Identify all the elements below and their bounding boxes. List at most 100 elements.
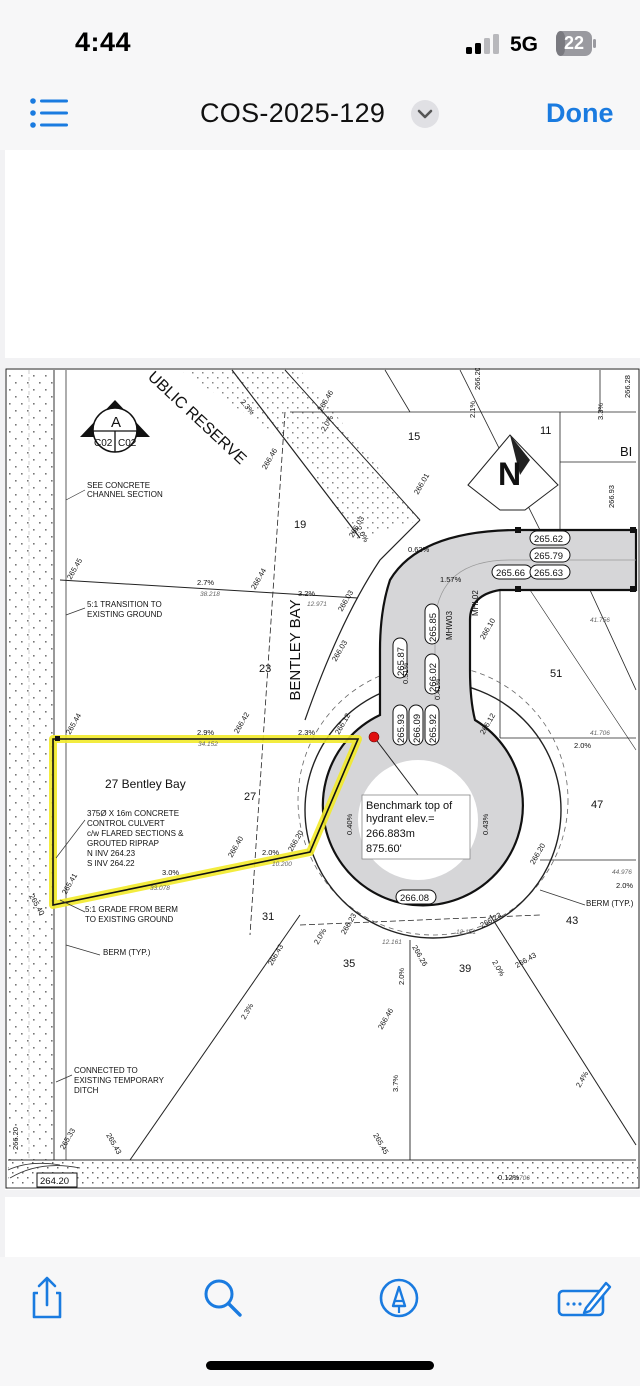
elevation: 266.20 xyxy=(11,1127,20,1150)
status-time: 4:44 xyxy=(75,27,132,57)
elevation: 266.40 xyxy=(226,835,245,859)
note-culvert-1: 375Ø X 16m CONCRETE xyxy=(87,809,179,818)
elevation: 266.12 xyxy=(333,712,352,736)
dimension: 41.706 xyxy=(510,1175,530,1182)
slope: 3.0% xyxy=(162,868,179,877)
document-page-2[interactable]: A C02 C02 UBLIC RESERVE BENTLEY BAY N 27… xyxy=(5,368,640,1190)
boxed-elev: 265.87 xyxy=(396,647,407,676)
signal-icon xyxy=(466,34,499,54)
elevation: 265.45 xyxy=(371,1132,390,1156)
elevation: 266.43 xyxy=(514,950,538,969)
slope: 2.0% xyxy=(616,881,633,890)
elevation: 266.03 xyxy=(336,589,355,613)
slope: 2.0% xyxy=(490,959,507,979)
elevation: 266.23 xyxy=(479,910,503,929)
slope: 2.3% xyxy=(239,1001,256,1021)
done-button[interactable]: Done xyxy=(546,98,614,128)
slope: 0.43% xyxy=(481,813,490,835)
note-grade-2: TO EXISTING GROUND xyxy=(85,915,174,924)
slope: 2.0% xyxy=(312,926,329,946)
elevation: 266.03 xyxy=(330,639,349,663)
boxed-elev: 265.66 xyxy=(496,568,525,579)
elevation: 266.93 xyxy=(607,485,616,508)
note-connected-2: EXISTING TEMPORARY xyxy=(74,1076,165,1085)
dimension: 44.976 xyxy=(612,869,632,876)
elevation: 266.28 xyxy=(623,375,632,398)
slope: 0.51% xyxy=(401,662,410,684)
elevation: 265.45 xyxy=(65,557,84,581)
boxed-elev: 265.79 xyxy=(534,551,563,562)
lot-35: 35 xyxy=(343,958,355,970)
home-indicator[interactable] xyxy=(206,1361,434,1370)
lot-27: 27 xyxy=(244,791,256,803)
document-page-3 xyxy=(5,1197,640,1257)
note-connected-1: CONNECTED TO xyxy=(74,1066,138,1075)
lot-11: 11 xyxy=(540,425,551,437)
battery-icon: 22 xyxy=(556,31,596,56)
manhole-label: MHW03 xyxy=(445,611,454,640)
markup-icon[interactable] xyxy=(376,1275,422,1321)
boxed-elev: 266.08 xyxy=(400,893,429,904)
dimension: 12.161 xyxy=(382,939,402,946)
lot-51: 51 xyxy=(550,668,562,680)
search-icon[interactable] xyxy=(200,1275,246,1321)
elevation: 266.46 xyxy=(376,1007,395,1031)
slope: 0.40% xyxy=(345,813,354,835)
boxed-elev: 265.63 xyxy=(534,568,563,579)
site-plan-drawing: A C02 C02 UBLIC RESERVE BENTLEY BAY N 27… xyxy=(5,368,640,1189)
dimension: 12.971 xyxy=(307,601,327,608)
boxed-elev: 266.09 xyxy=(412,714,423,743)
slope: 2.0% xyxy=(574,741,591,750)
elevation: 265.41 xyxy=(60,872,79,896)
boxed-elev: 265.62 xyxy=(534,534,563,545)
dimension: 10.200 xyxy=(272,861,292,868)
lot-15: 15 xyxy=(408,431,420,443)
note-culvert-6: S INV 264.22 xyxy=(87,859,135,868)
elevation: 266.23 xyxy=(339,912,358,936)
slope: 1.57% xyxy=(440,575,462,584)
elevation: 266.20 xyxy=(473,368,482,390)
dimension: 12.161 xyxy=(456,929,476,936)
note-channel-section: CHANNEL SECTION xyxy=(87,490,163,499)
north-arrow-letter: N xyxy=(498,456,521,492)
note-culvert-5: N INV 264.23 xyxy=(87,849,136,858)
dimension: 41.706 xyxy=(590,730,610,737)
elevation: 266.20 xyxy=(286,829,305,853)
note-grade-1: 5:1 GRADE FROM BERM xyxy=(85,905,178,914)
document-page-1 xyxy=(5,150,640,358)
share-icon[interactable] xyxy=(24,1275,70,1321)
benchmark-line-1: Benchmark top of xyxy=(366,800,453,812)
manhole-label: MHL02 xyxy=(471,590,480,616)
note-connected-3: DITCH xyxy=(74,1086,99,1095)
lot-27-label: 27 Bentley Bay xyxy=(105,777,186,791)
dimension: 33.078 xyxy=(150,885,170,892)
elevation: 265.43 xyxy=(104,1132,123,1156)
lot-39: 39 xyxy=(459,963,471,975)
slope: 2.7% xyxy=(197,578,214,587)
network-type: 5G xyxy=(510,33,539,56)
boxed-elev: 266.02 xyxy=(428,663,439,692)
note-transition: 5:1 TRANSITION TO xyxy=(87,600,162,609)
slope: 0.41% xyxy=(433,678,442,700)
slope: 2.0% xyxy=(262,848,279,857)
boxed-elev: 265.85 xyxy=(428,613,439,642)
elevation: 266.26 xyxy=(410,944,429,968)
elevation: 266.42 xyxy=(232,711,251,735)
lot-19: 19 xyxy=(294,519,306,531)
chevron-down-icon[interactable] xyxy=(411,100,439,128)
status-bar: 4:44 5G 22 xyxy=(0,0,640,82)
document-title[interactable]: COS-2025-129 xyxy=(200,98,386,128)
list-icon[interactable] xyxy=(30,98,68,128)
lot-23: 23 xyxy=(259,663,271,675)
boxed-elev: 265.93 xyxy=(396,714,407,743)
dimension: 34.152 xyxy=(198,741,218,748)
elevation: 266.01 xyxy=(412,472,431,496)
slope: 3.2% xyxy=(298,589,315,598)
section-ref-left: C02 xyxy=(94,438,113,449)
lot-47: 47 xyxy=(591,799,603,811)
slope: 3.3% xyxy=(596,403,605,420)
elevation: 265.33 xyxy=(58,1127,77,1151)
slope: 2.9% xyxy=(197,728,214,737)
signature-icon[interactable] xyxy=(556,1275,612,1321)
note-existing-ground: EXISTING GROUND xyxy=(87,610,162,619)
